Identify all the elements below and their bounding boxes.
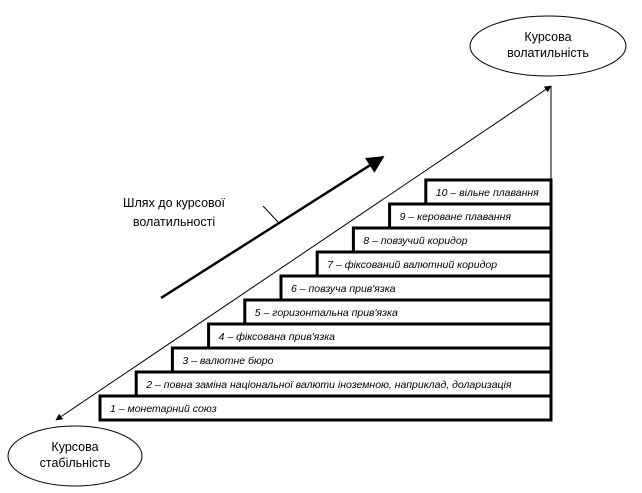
step-label: 10 – вільне плавання <box>436 187 539 199</box>
step-box <box>243 298 553 326</box>
step-box <box>388 202 553 230</box>
direction-arrow <box>160 155 385 300</box>
step-box <box>279 274 553 302</box>
step-7: 7 – фіксований валютний коридор <box>315 250 553 278</box>
step-1: 1 – монетарний союз <box>98 394 553 422</box>
step-10: 10 – вільне плавання <box>424 178 553 206</box>
step-label: 4 – фіксована прив'язка <box>219 331 336 343</box>
bottom-ellipse-line1: Курсова <box>51 440 98 454</box>
top-ellipse-shape <box>469 15 627 77</box>
step-label: 5 – горизонтальна прив'язка <box>255 307 398 319</box>
step-box <box>351 226 553 254</box>
staircase-steps: 1 – монетарний союз 2 – повна заміна наці… <box>98 178 553 422</box>
diagonal-arrow <box>55 85 552 421</box>
top-ellipse-line2: волатильність <box>507 46 589 60</box>
step-label: 8 – повзучий коридор <box>363 235 467 247</box>
step-box <box>98 394 553 422</box>
step-label: 7 – фіксований валютний коридор <box>327 259 497 271</box>
bottom-ellipse: Курсова стабільність <box>7 425 143 487</box>
path-label-line1: Шлях до курсової <box>123 196 225 210</box>
step-box <box>170 346 553 374</box>
step-3: 3 – валютне бюро <box>170 346 553 374</box>
bottom-ellipse-line2: стабільність <box>40 456 111 470</box>
bottom-ellipse-shape <box>7 425 143 487</box>
step-2: 2 – повна заміна національної валюти іно… <box>134 370 553 398</box>
label-leader-line <box>262 205 279 223</box>
path-label-line2: волатильності <box>133 215 215 229</box>
step-4: 4 – фіксована прив'язка <box>207 322 553 350</box>
top-ellipse-line1: Курсова <box>524 30 571 44</box>
step-8: 8 – повзучий коридор <box>351 226 553 254</box>
step-5: 5 – горизонтальна прив'язка <box>243 298 553 326</box>
step-9: 9 – кероване плавання <box>388 202 553 230</box>
top-ellipse: Курсова волатильність <box>469 15 627 77</box>
step-label: 1 – монетарний союз <box>110 403 217 415</box>
step-label: 9 – кероване плавання <box>400 211 512 223</box>
path-label: Шлях до курсової волатильності <box>123 196 225 229</box>
step-6: 6 – повзуча прив'язка <box>279 274 553 302</box>
step-label: 6 – повзуча прив'язка <box>291 283 396 295</box>
step-label: 2 – повна заміна національної валюти іно… <box>145 379 512 391</box>
step-label: 3 – валютне бюро <box>182 355 273 367</box>
step-box <box>424 178 553 206</box>
